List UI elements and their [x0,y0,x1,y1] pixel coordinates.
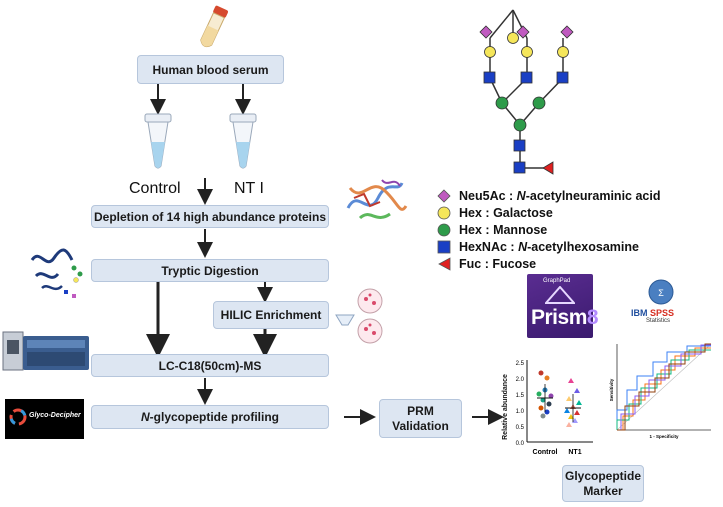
hilic-beads-icon [335,288,383,344]
prism-title: Prism8 [531,306,599,330]
scatter-xtick-nt1: NT1 [568,449,581,456]
scatter-ytick: 1.0 [516,409,525,415]
mass-spectrometer-icon [2,331,89,371]
diamond-icon [437,189,451,203]
square-icon [437,240,451,254]
legend-prefix: N [516,189,526,203]
lcms-box: LC-C18(50cm)-MS [91,354,329,377]
glyco-decipher-g-icon [9,408,27,426]
legend-rest: Fucose [492,257,537,271]
triangle-icon [438,257,451,271]
spss-logo-text: IBM SPSS [631,308,674,318]
scatter-ytick: 0.0 [516,441,525,447]
ibm-text: IBM [631,308,648,318]
circle-icon [437,206,451,220]
prm-box: PRM Validation [379,399,462,438]
glyco-decipher-logo: Glyco-Decipher [5,399,84,439]
peptide-icon [30,248,83,298]
legend-rest: -acetylneuraminic acid [525,189,661,203]
serum-box: Human blood serum [137,55,284,84]
scatter-xtick-control: Control [533,449,558,456]
nt1-points [564,378,582,427]
legend-short: Hex : [459,223,490,237]
tryptic-box: Tryptic Digestion [91,259,329,282]
glycan-structure-diagram [479,9,574,175]
roc-curve-5 [617,343,711,431]
prism-version: 8 [586,306,599,329]
legend-short: Neu5Ac : [459,189,514,203]
profiling-rest: -glycopeptide profiling [149,410,279,424]
spss-text: SPSS [650,308,675,318]
relative-abundance-scatter: Relative abundance 2.5 2.0 1.5 1.0 0.5 0… [502,360,593,456]
spss-globe-icon: Σ [648,279,674,305]
roc-curve-3 [616,349,711,430]
profiling-prefix: N [141,410,150,424]
roc-ylabel: Sensitivity [609,378,614,401]
scatter-ylabel: Relative abundance [502,374,509,440]
roc-curve-chart: Sensitivity 1 - Specificity [609,343,712,439]
marker-line2: Marker [583,483,623,498]
prism-logo: GraphPad Prism8 [527,274,599,338]
control-label: Control [129,180,181,197]
circle-icon [437,223,451,237]
legend-rest: Galactose [493,206,553,220]
prm-line1: PRM [407,403,434,418]
profiling-box: N-glycopeptide profiling [91,405,329,429]
scatter-ytick: 2.0 [516,377,525,383]
nt-label: NT I [234,180,264,197]
prm-line2: Validation [392,418,449,433]
legend-rest: -acetylhexosamine [527,240,639,254]
eppendorf-control-icon [144,113,172,169]
spss-statistics-text: Statistics [646,318,671,324]
hilic-box: HILIC Enrichment [213,301,329,329]
legend-prefix: N [518,240,528,254]
legend-row-mannose: Hex : Mannose [437,222,547,238]
control-points [536,370,554,419]
legend-row-hexnac: HexNAc : N-acetylhexosamine [437,239,639,255]
scatter-ytick: 2.5 [516,361,525,367]
legend-short: Fuc : [459,257,489,271]
legend-row-neu5ac: Neu5Ac : N-acetylneuraminic acid [437,188,660,204]
marker-box: Glycopeptide Marker [562,465,644,502]
prism-word: Prism [531,306,587,329]
roc-reference-line [616,343,712,431]
legend-rest: Mannose [493,223,548,237]
legend-short: Hex : [459,206,490,220]
scatter-ytick: 1.5 [516,393,525,399]
blood-tube-icon [200,5,228,48]
legend-short: HexNAc : [459,240,515,254]
roc-curve-2 [617,347,711,431]
marker-line1: Glycopeptide [564,468,641,483]
roc-curve-4 [617,344,711,431]
prism-small-text: GraphPad [543,278,571,284]
prism-triangle-icon [545,286,575,304]
legend-row-galactose: Hex : Galactose [437,205,553,221]
protein-structure-icon [346,179,408,220]
glyco-decipher-text: Glyco-Decipher [29,412,81,419]
legend-row-fucose: Fuc : Fucose [437,256,536,272]
svg-text:Σ: Σ [658,288,664,298]
depletion-box: Depletion of 14 high abundance proteins [91,205,329,228]
roc-xlabel: 1 - Specificity [649,434,679,439]
eppendorf-nt-icon [229,113,257,169]
scatter-ytick: 0.5 [516,425,525,431]
